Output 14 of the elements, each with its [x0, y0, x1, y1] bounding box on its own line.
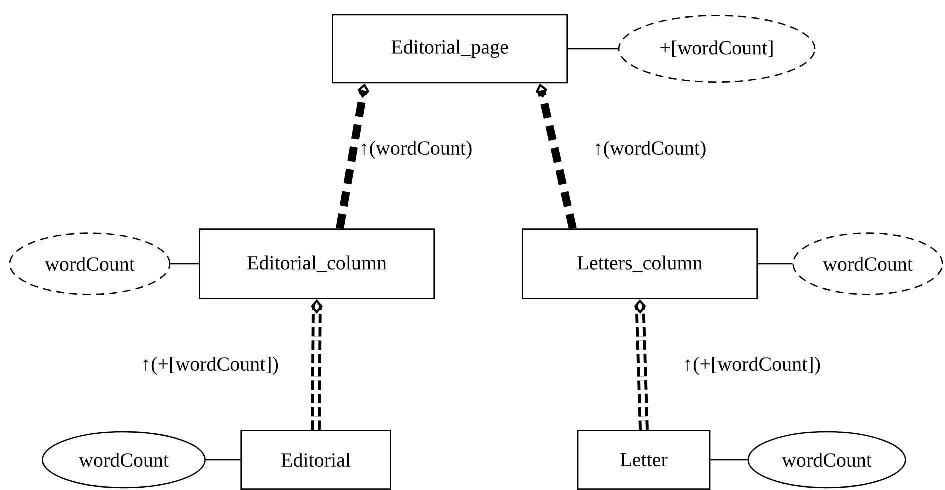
- class-box: Editorial_column: [199, 228, 436, 300]
- connector-line: [710, 459, 748, 461]
- connector-line: [170, 263, 199, 265]
- edge-label: ↑(wordCount): [592, 140, 708, 160]
- class-box: Letters_column: [522, 228, 758, 300]
- connector-line: [568, 48, 618, 50]
- edge-label: ↑(+[wordCount]): [140, 356, 280, 376]
- connector-line: [206, 459, 241, 461]
- edge-label: ↑(wordCount): [358, 140, 474, 160]
- class-box: Editorial: [240, 430, 392, 490]
- class-box: Editorial_page: [332, 14, 568, 84]
- connector-line: [758, 263, 793, 265]
- class-box: Letter: [577, 430, 711, 490]
- edge-label: ↑(+[wordCount]): [682, 356, 822, 376]
